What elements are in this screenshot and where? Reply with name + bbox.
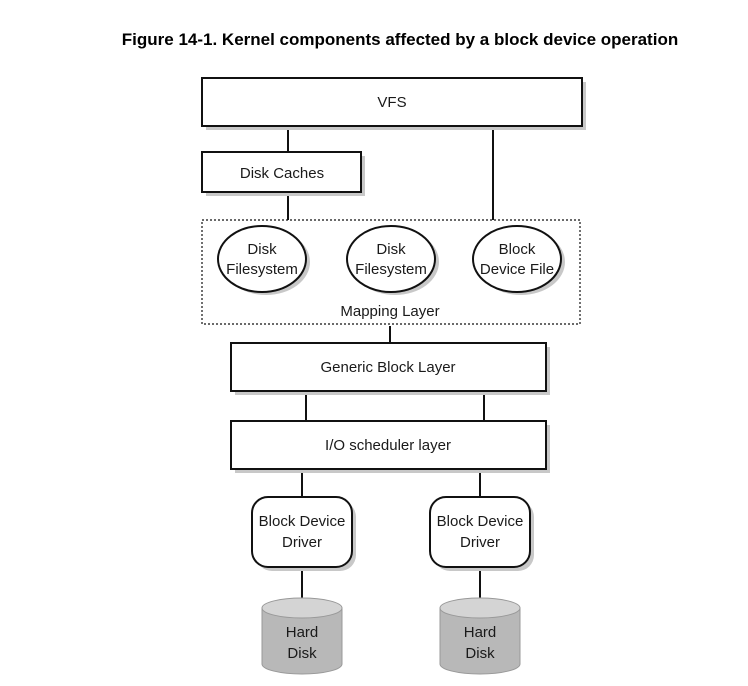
figure-title: Figure 14-1. Kernel components affected … [121,30,679,49]
block-device-driver-left: Block Device Driver [251,496,356,571]
node-line1: Block [499,241,536,258]
driver-line2: Driver [282,534,322,551]
hard-disk-right: Hard Disk [439,597,521,675]
io-scheduler-layer-box: I/O scheduler layer [230,420,550,473]
block-device-driver-right: Block Device Driver [429,496,534,571]
driver-line2: Driver [460,534,500,551]
node-line2: Filesystem [355,261,427,278]
driver-line1: Block Device [437,513,524,530]
connectors [287,130,494,600]
mapping-node-disk-filesystem: Disk Filesystem [346,225,439,295]
node-line2: Filesystem [226,261,298,278]
disk-line2: Disk [287,645,317,662]
disk-line1: Hard [286,624,319,641]
mapping-node-block-device-file: Block Device File [472,225,565,295]
disk-caches-box: Disk Caches [201,151,365,196]
node-line1: Disk [376,241,406,258]
node-line1: Disk [247,241,277,258]
hard-disk-left: Hard Disk [261,597,343,675]
generic-block-layer-box: Generic Block Layer [230,342,550,395]
vfs-label: VFS [377,94,406,111]
mapping-layer: Mapping Layer Disk Filesystem Disk Files… [201,219,581,325]
disk-line1: Hard [464,624,497,641]
node-line2: Device File [480,261,554,278]
io-scheduler-layer-label: I/O scheduler layer [325,437,451,454]
generic-block-layer-label: Generic Block Layer [320,359,455,376]
driver-line1: Block Device [259,513,346,530]
mapping-node-disk-filesystem: Disk Filesystem [217,225,310,295]
mapping-layer-label: Mapping Layer [340,303,439,320]
disk-line2: Disk [465,645,495,662]
vfs-box: VFS [201,77,586,130]
disk-caches-label: Disk Caches [240,165,324,182]
